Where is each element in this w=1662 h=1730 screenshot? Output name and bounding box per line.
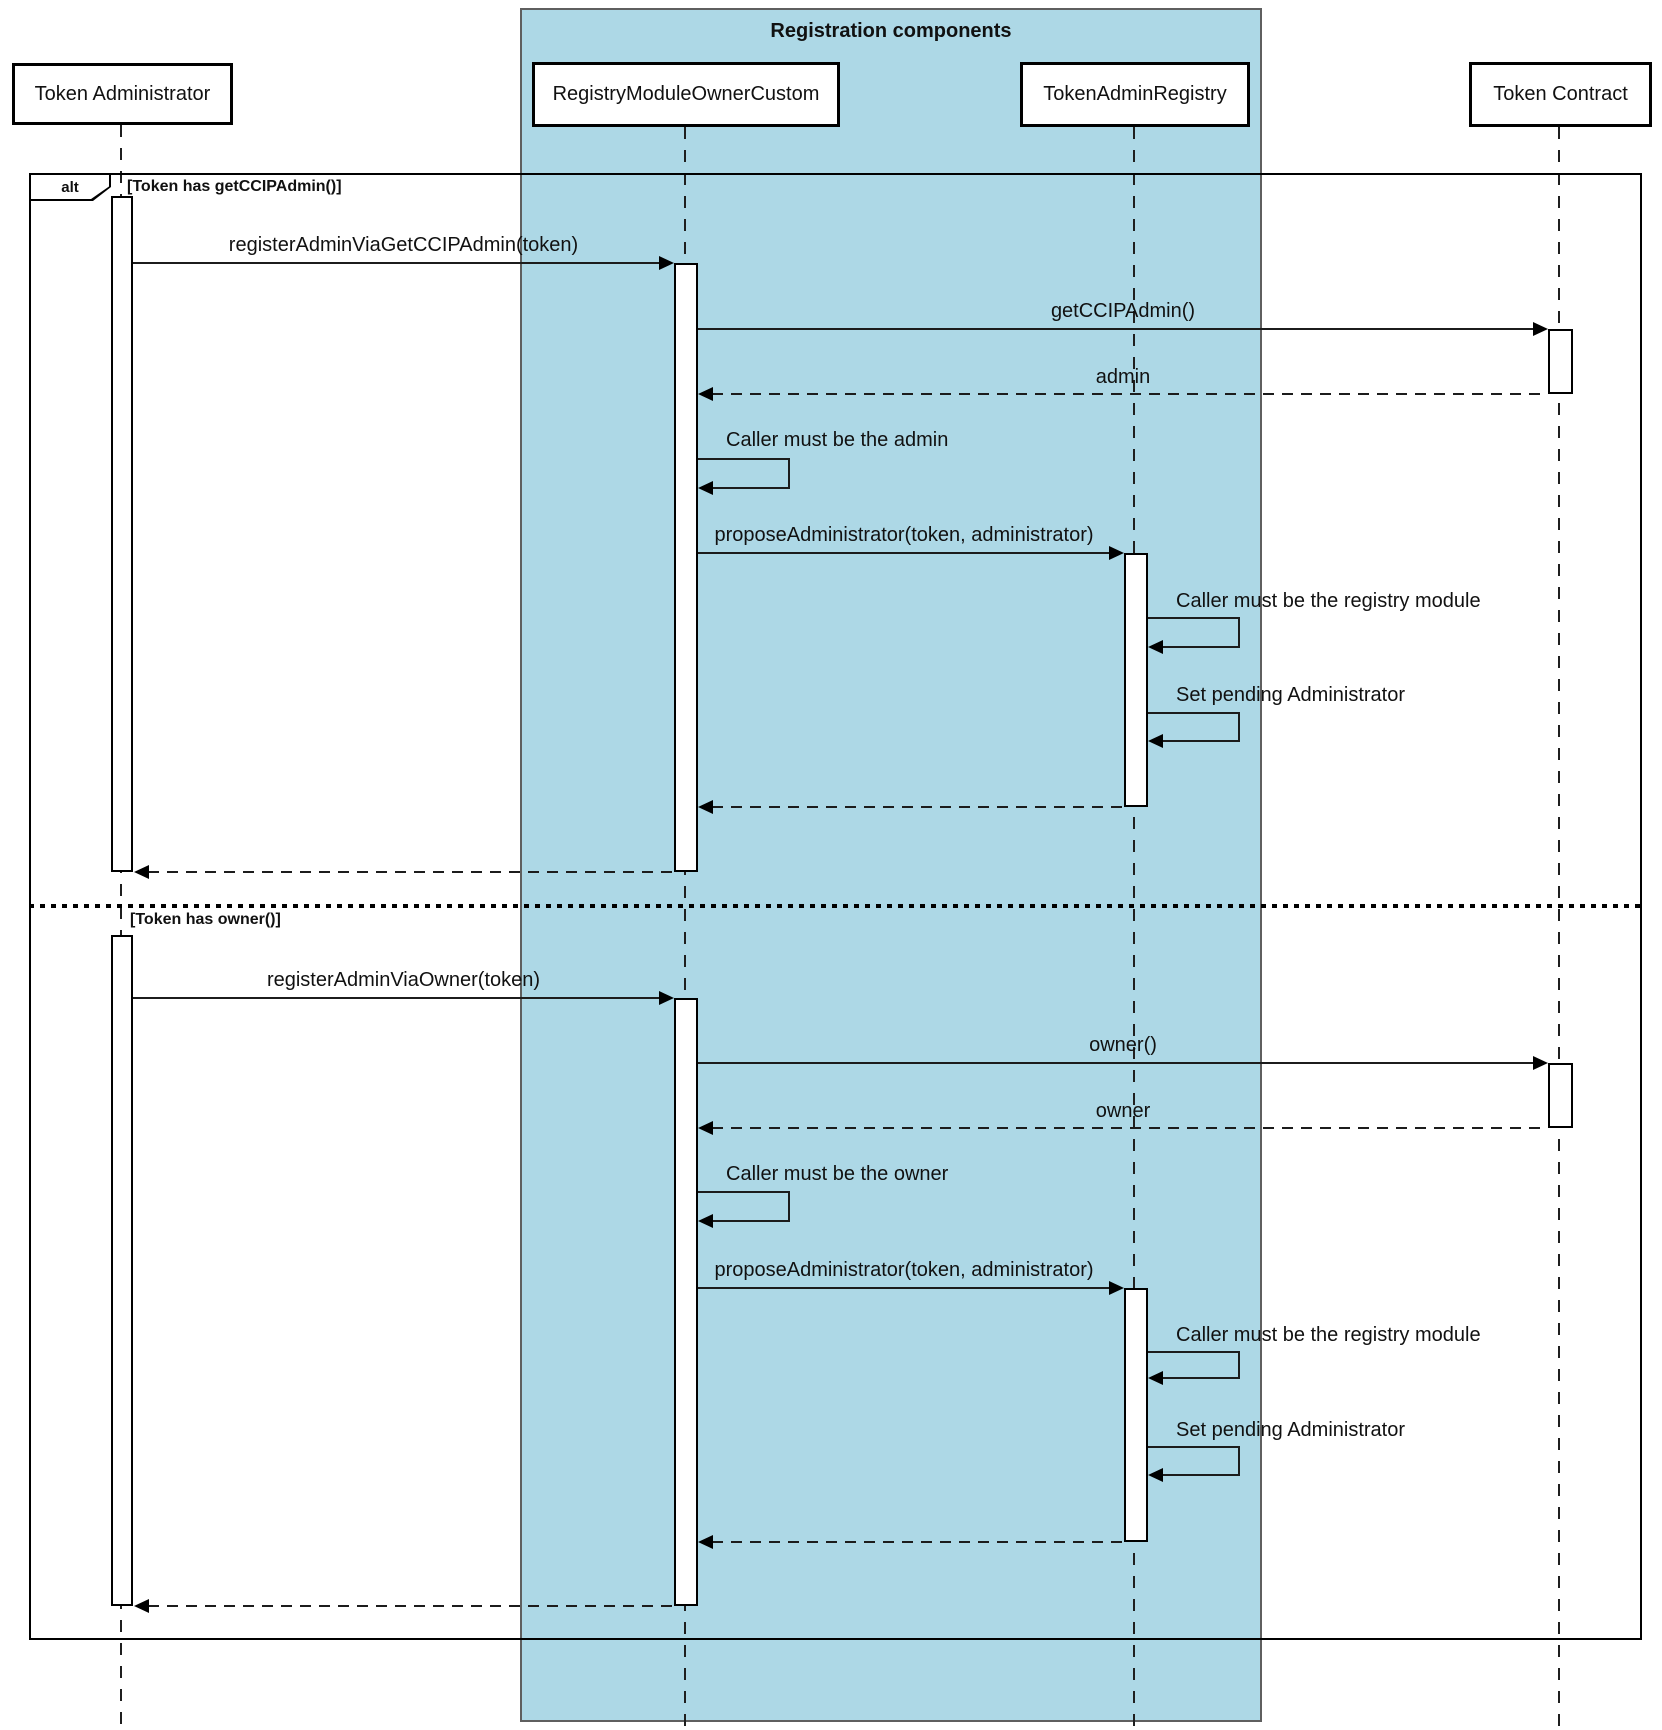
self-message-label-set-pending-1: Set pending Administrator [1176,684,1406,706]
activation-token-admin-registry-2 [1124,1288,1148,1542]
self-message-label-caller-admin: Caller must be the admin [726,429,949,451]
message-label-register-via-getccipadmin: registerAdminViaGetCCIPAdmin(token) [228,234,579,256]
participant-box-registry-module-owner-custom: RegistryModuleOwnerCustom [532,62,840,127]
arrowhead-right-icon [659,256,674,270]
self-message-line [698,458,790,460]
message-line [698,1287,1110,1289]
return-line [712,806,1124,808]
self-message-line [1148,617,1240,619]
self-message-line [1163,1474,1240,1476]
participant-label: Token Administrator [34,82,211,105]
lifeline-token-contract [1558,127,1560,1726]
participant-label: RegistryModuleOwnerCustom [552,83,820,105]
arrowhead-right-icon [1109,1281,1124,1295]
return-line [712,393,1548,395]
participant-box-token-contract: Token Contract [1469,62,1652,127]
arrowhead-right-icon [1533,322,1548,336]
return-label-owner: owner [1095,1100,1151,1122]
message-label-register-via-owner: registerAdminViaOwner(token) [266,969,541,991]
self-message-line [788,458,790,489]
return-label-admin: admin [1095,366,1151,388]
activation-token-contract-2 [1548,1063,1573,1128]
message-label-propose-administrator-2: proposeAdministrator(token, administrato… [714,1259,1094,1281]
activation-token-administrator-2 [111,935,133,1606]
arrowhead-right-icon [1533,1056,1548,1070]
activation-token-administrator-1 [111,196,133,872]
self-message-line [1238,1351,1240,1379]
arrowhead-left-icon [134,865,149,879]
arrowhead-left-icon [1148,1371,1163,1385]
participant-box-token-administrator: Token Administrator [12,63,233,125]
self-message-label-set-pending-2: Set pending Administrator [1176,1419,1406,1441]
arrowhead-left-icon [698,800,713,814]
alt-operator-label: alt [31,175,109,199]
self-message-label-caller-owner: Caller must be the owner [726,1163,949,1185]
self-message-line [713,487,790,489]
arrowhead-right-icon [659,991,674,1005]
alt-operator-pentagon: alt [29,173,111,201]
activation-registry-module-1 [674,263,698,872]
activation-registry-module-2 [674,998,698,1606]
return-line [148,871,674,873]
self-message-line [788,1191,790,1222]
self-message-line [1163,1377,1240,1379]
return-line [148,1605,674,1607]
return-line [712,1127,1548,1129]
message-label-getccipadmin: getCCIPAdmin() [1050,300,1196,322]
message-label-owner: owner() [1089,1034,1157,1056]
arrowhead-left-icon [1148,734,1163,748]
activation-token-admin-registry-1 [1124,553,1148,807]
self-message-line [1148,712,1240,714]
lifeline-token-admin-registry [1133,127,1135,1726]
self-message-line [713,1220,790,1222]
participant-label: Token Contract [1493,83,1628,105]
self-message-line [1163,646,1240,648]
self-message-label-caller-registry-2: Caller must be the registry module [1176,1324,1481,1346]
self-message-line [1238,617,1240,648]
self-message-line [1163,740,1240,742]
message-line [698,552,1110,554]
message-line [133,997,660,999]
arrowhead-right-icon [1109,546,1124,560]
arrowhead-left-icon [698,481,713,495]
lifeline-registry-module-owner-custom [684,127,686,1726]
arrowhead-left-icon [134,1599,149,1613]
self-message-line [1148,1351,1240,1353]
arrowhead-left-icon [698,387,713,401]
self-message-label-caller-registry-1: Caller must be the registry module [1176,590,1481,612]
message-label-propose-administrator-1: proposeAdministrator(token, administrato… [714,524,1094,546]
arrowhead-left-icon [1148,640,1163,654]
arrowhead-left-icon [698,1535,713,1549]
self-message-line [698,1191,790,1193]
alt-guard-1: [Token has getCCIPAdmin()] [127,178,342,195]
message-line [698,1062,1534,1064]
group-title: Registration components [770,20,1012,42]
self-message-line [1238,712,1240,742]
message-line [698,328,1534,330]
arrowhead-left-icon [698,1121,713,1135]
activation-token-contract-1 [1548,329,1573,394]
participant-box-token-admin-registry: TokenAdminRegistry [1020,62,1250,127]
alt-section-divider [29,904,1642,908]
alt-guard-2: [Token has owner()] [130,911,281,928]
lifeline-token-administrator [120,125,122,1726]
self-message-line [1238,1446,1240,1476]
return-line [712,1541,1124,1543]
participant-label: TokenAdminRegistry [1043,83,1227,105]
arrowhead-left-icon [698,1214,713,1228]
message-line [133,262,660,264]
self-message-line [1148,1446,1240,1448]
arrowhead-left-icon [1148,1468,1163,1482]
